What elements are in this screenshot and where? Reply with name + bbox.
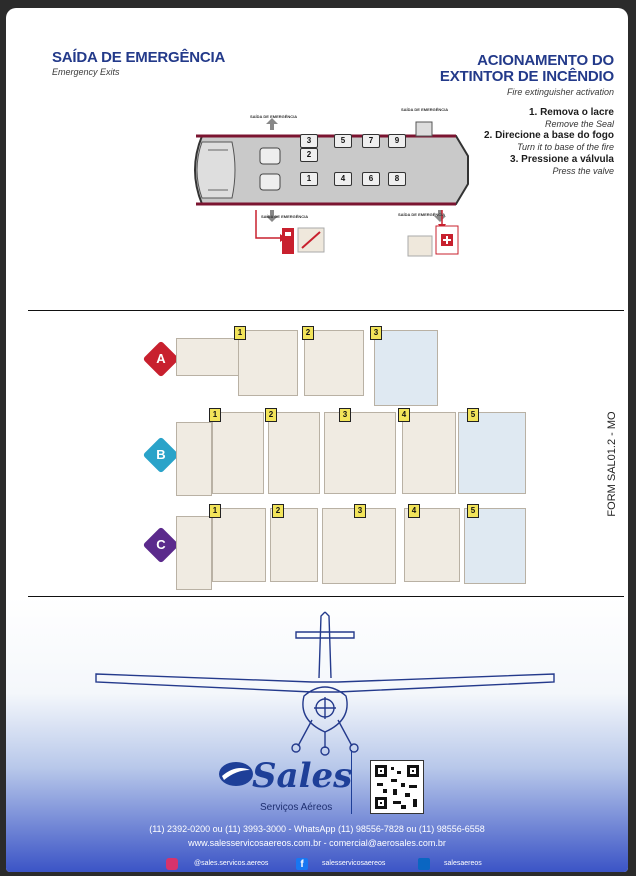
exit-label-top-left: SAÍDA DE EMERGÊNCIA xyxy=(250,114,298,119)
seat-6: 6 xyxy=(362,172,380,186)
row-a-panel-door xyxy=(176,338,240,376)
row-c-letter: C xyxy=(156,537,166,552)
row-b-step-1: 1 xyxy=(209,408,221,422)
contact-web-email: www.salesservicosaereos.com.br - comerci… xyxy=(188,838,446,848)
row-c-step-4: 4 xyxy=(408,504,420,518)
brand-tagline: Serviços Aéreos xyxy=(260,802,333,813)
row-b-panel-5 xyxy=(458,412,526,494)
divider-top xyxy=(28,310,624,311)
row-b-step-4: 4 xyxy=(398,408,410,422)
row-b-letter: B xyxy=(156,447,166,462)
row-c-panel-4 xyxy=(404,508,460,582)
step-3-pt: 3. Pressione a válvula xyxy=(510,154,614,165)
seat-9: 9 xyxy=(388,134,406,148)
extinguisher-title-line1: ACIONAMENTO DO xyxy=(477,52,614,69)
row-a-panel-3 xyxy=(374,330,438,406)
seat-5: 5 xyxy=(334,134,352,148)
extinguisher-title-line2: EXTINTOR DE INCÊNDIO xyxy=(439,68,614,85)
row-b-step-3: 3 xyxy=(339,408,351,422)
step-1-en: Remove the Seal xyxy=(544,119,614,129)
row-a-letter: A xyxy=(156,351,166,366)
form-code-text: FORM SAL01.2 - MO xyxy=(606,411,618,517)
sales-logo-icon xyxy=(219,762,253,786)
footer-background xyxy=(6,597,628,872)
row-b-step-2: 2 xyxy=(265,408,277,422)
row-c-panel-5 xyxy=(464,508,526,584)
row-a-step-3: 3 xyxy=(370,326,382,340)
contact-phones: (11) 2392-0200 ou (11) 3993-3000 - Whats… xyxy=(149,824,485,834)
seat-4: 4 xyxy=(334,172,352,186)
form-code: FORM SAL01.2 - MO xyxy=(604,406,620,526)
row-a-step-1: 1 xyxy=(234,326,246,340)
linkedin-handle[interactable]: salesaereos xyxy=(444,860,482,867)
row-b-panel-3 xyxy=(324,412,396,494)
cabin-diagram xyxy=(194,118,469,257)
qr-code[interactable] xyxy=(370,760,424,814)
row-b-panel-door xyxy=(176,422,212,496)
row-c-step-3: 3 xyxy=(354,504,366,518)
step-1-pt: 1. Remova o lacre xyxy=(528,107,614,118)
seat-2: 2 xyxy=(300,148,318,162)
airplane-icon xyxy=(95,611,555,756)
row-a-panel-1 xyxy=(238,330,298,396)
row-b-step-5: 5 xyxy=(467,408,479,422)
facebook-handle[interactable]: salesservicosaereos xyxy=(322,860,386,867)
divider-bottom xyxy=(28,596,624,597)
step-3-en: Press the valve xyxy=(552,166,614,176)
seat-8: 8 xyxy=(388,172,406,186)
seat-1: 1 xyxy=(300,172,318,186)
row-c-step-2: 2 xyxy=(272,504,284,518)
step-2-en: Turn it to base of the fire xyxy=(517,142,614,152)
row-b-panel-4 xyxy=(402,412,456,494)
step-2-pt: 2. Direcione a base do fogo xyxy=(483,130,614,141)
seat-3: 3 xyxy=(300,134,318,148)
row-c-panel-1 xyxy=(212,508,266,582)
exit-label-bottom-left: SAÍDA DE EMERGÊNCIA xyxy=(261,214,309,219)
facebook-icon[interactable]: f xyxy=(296,858,308,870)
row-c-panel-2 xyxy=(270,508,318,582)
linkedin-icon[interactable] xyxy=(418,858,430,870)
instagram-icon[interactable] xyxy=(166,858,178,870)
row-b-panel-1 xyxy=(212,412,264,494)
row-b-panel-2 xyxy=(268,412,320,494)
exits-subtitle: Emergency Exits xyxy=(52,67,120,77)
exit-label-bottom-right: SAÍDA DE EMERGÊNCIA xyxy=(398,212,446,217)
row-c-step-1: 1 xyxy=(209,504,221,518)
brand-separator xyxy=(351,750,352,814)
row-a-panel-2 xyxy=(304,330,364,396)
row-a-step-2: 2 xyxy=(302,326,314,340)
row-c-panel-3 xyxy=(322,508,396,584)
seat-7: 7 xyxy=(362,134,380,148)
exits-title: SAÍDA DE EMERGÊNCIA xyxy=(52,49,226,66)
row-c-step-5: 5 xyxy=(467,504,479,518)
row-c-badge: C xyxy=(142,526,180,564)
instagram-handle[interactable]: @sales.servicos.aereos xyxy=(194,860,269,867)
row-b-badge: B xyxy=(142,436,180,474)
extinguisher-subtitle: Fire extinguisher activation xyxy=(506,87,614,97)
row-c-panel-door xyxy=(176,516,212,590)
brand-name: Sales xyxy=(252,756,353,796)
exit-label-top-right: SAÍDA DE EMERGÊNCIA xyxy=(401,107,449,112)
safety-card: SAÍDA DE EMERGÊNCIA Emergency Exits ACIO… xyxy=(6,8,628,872)
row-a-badge: A xyxy=(142,340,180,378)
